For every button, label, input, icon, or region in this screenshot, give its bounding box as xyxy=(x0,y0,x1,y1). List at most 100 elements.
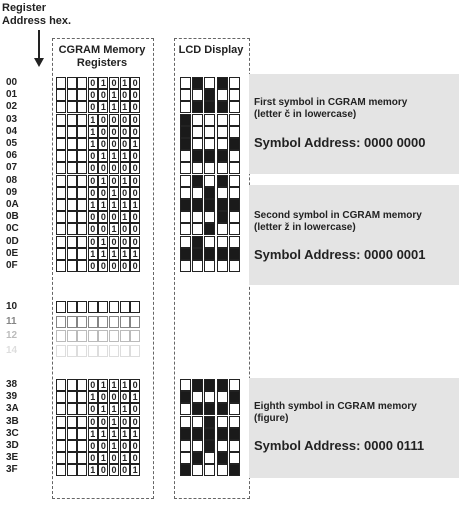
cgram-bit-cell: 1 xyxy=(109,403,119,416)
lcd-pixel xyxy=(192,391,204,404)
cgram-bit-cell: 1 xyxy=(109,415,119,428)
cgram-bit-cell xyxy=(56,452,66,465)
cgram-bit-cell xyxy=(56,199,66,211)
lcd-pixel xyxy=(180,379,191,391)
lcd-pixel xyxy=(204,138,216,150)
cgram-bit-cell: 0 xyxy=(130,113,141,126)
cgram-bit-cell: 1 xyxy=(119,150,130,163)
cgram-bit-cell: 0 xyxy=(109,162,119,175)
lcd-pixel xyxy=(216,403,228,416)
cgram-bit-cell: 1 xyxy=(119,247,130,260)
cgram-bit-cell xyxy=(119,330,130,342)
cgram-bit-cell: 0 xyxy=(119,440,130,452)
cgram-bit-cell: 1 xyxy=(119,199,130,211)
cgram-bit-cell: 1 xyxy=(109,379,119,391)
lcd-pixel xyxy=(192,199,204,211)
cgram-bit-cell: 1 xyxy=(109,223,119,236)
cgram-bit-cell: 0 xyxy=(130,89,141,102)
cgram-bit-cell xyxy=(66,415,77,428)
cgram-bit-cell: 1 xyxy=(109,247,119,260)
cgram-bit-cell: 0 xyxy=(87,101,98,114)
lcd-pixel xyxy=(192,379,204,391)
cgram-bit-cell xyxy=(56,89,66,102)
lcd-pixel xyxy=(228,211,240,224)
cgram-bit-cell: 1 xyxy=(119,427,130,440)
cgram-bit-cell xyxy=(56,464,66,477)
cgram-bit-cell xyxy=(77,138,88,150)
register-address: 3D xyxy=(6,440,19,451)
lcd-pixel xyxy=(180,174,191,187)
register-address: 3E xyxy=(6,452,19,464)
cgram-bit-cell xyxy=(66,199,77,211)
cgram-bit-cell xyxy=(66,247,77,260)
lcd-pixel xyxy=(216,162,228,175)
cgram-bit-cell: 1 xyxy=(130,138,141,150)
lcd-pixel xyxy=(216,379,228,391)
cgram-bit-cell: 1 xyxy=(87,247,98,260)
lcd-pixel xyxy=(180,101,191,114)
cgram-bit-cell: 0 xyxy=(130,211,141,224)
symbol-band-first xyxy=(249,74,459,174)
cgram-bit-cell xyxy=(56,330,66,342)
lcd-pixel xyxy=(180,415,191,428)
cgram-bit-cell xyxy=(77,113,88,126)
cgram-bit-cell: 0 xyxy=(98,113,109,126)
cgram-memory-header: CGRAM Memory Registers xyxy=(58,44,146,69)
lcd-pixel xyxy=(216,452,228,465)
cgram-bit-cell xyxy=(130,301,141,313)
cgram-bit-cell: 0 xyxy=(109,211,119,224)
cgram-bit-cell: 1 xyxy=(130,391,141,404)
lcd-pixel xyxy=(192,440,204,452)
cgram-bit-cell: 1 xyxy=(130,464,141,477)
symbol-address-second: Symbol Address: 0000 0001 xyxy=(254,247,426,262)
cgram-bit-cell xyxy=(77,186,88,199)
lcd-pixel xyxy=(216,138,228,150)
cgram-bit-cell xyxy=(77,379,88,391)
cgram-bit-cell xyxy=(77,464,88,477)
cgram-bit-cell: 0 xyxy=(130,162,141,175)
cgram-bit-cell: 1 xyxy=(119,403,130,416)
cgram-bit-cell: 0 xyxy=(87,77,98,89)
symbol-desc-second: Second symbol in CGRAM memory (letter ž … xyxy=(254,210,459,234)
cgram-bit-cell xyxy=(56,77,66,89)
register-address: 3A xyxy=(6,403,19,415)
cgram-bit-cell xyxy=(66,301,77,313)
cgram-bit-cell xyxy=(56,260,66,272)
register-address: 06 xyxy=(6,150,18,162)
register-address: 14 xyxy=(6,344,18,356)
cgram-bit-cell: 1 xyxy=(98,150,109,163)
cgram-bit-cell xyxy=(87,301,98,313)
cgram-bit-cell: 0 xyxy=(87,162,98,175)
lcd-pixel xyxy=(228,403,240,416)
cgram-bit-cell: 1 xyxy=(130,427,141,440)
symbol-desc-line2: (letter ž in lowercase) xyxy=(254,222,356,233)
cgram-bit-cell: 1 xyxy=(98,247,109,260)
lcd-pixel xyxy=(216,174,228,187)
cgram-bit-cell: 0 xyxy=(87,174,98,187)
cgram-bit-cell: 0 xyxy=(87,223,98,236)
cgram-bit-cell: 0 xyxy=(98,138,109,150)
cgram-bit-cell xyxy=(56,138,66,150)
cgram-bit-cell xyxy=(66,150,77,163)
cgram-bit-cell xyxy=(56,315,66,328)
lcd-pixel xyxy=(180,125,191,138)
cgram-bit-cell xyxy=(77,403,88,416)
cgram-bit-cell: 1 xyxy=(98,452,109,465)
lcd-pixel xyxy=(204,211,216,224)
cgram-bit-cell: 0 xyxy=(98,440,109,452)
cgram-bit-cell xyxy=(87,344,98,357)
lcd-pixel xyxy=(204,89,216,102)
cgram-bit-cell: 0 xyxy=(130,150,141,163)
register-address: 0E xyxy=(6,247,19,259)
cgram-bit-cell: 0 xyxy=(98,125,109,138)
cgram-bit-cell: 0 xyxy=(98,415,109,428)
cgram-bit-cell xyxy=(77,150,88,163)
cgram-bit-cell xyxy=(56,162,66,175)
lcd-pixel xyxy=(204,464,216,477)
cgram-bit-cell xyxy=(66,344,77,357)
cgram-bit-cell: 1 xyxy=(109,101,119,114)
cgram-bit-cell: 0 xyxy=(98,211,109,224)
lcd-display-header: LCD Display xyxy=(178,44,244,56)
lcd-pixel xyxy=(192,427,204,440)
lcd-pixel xyxy=(192,260,204,272)
